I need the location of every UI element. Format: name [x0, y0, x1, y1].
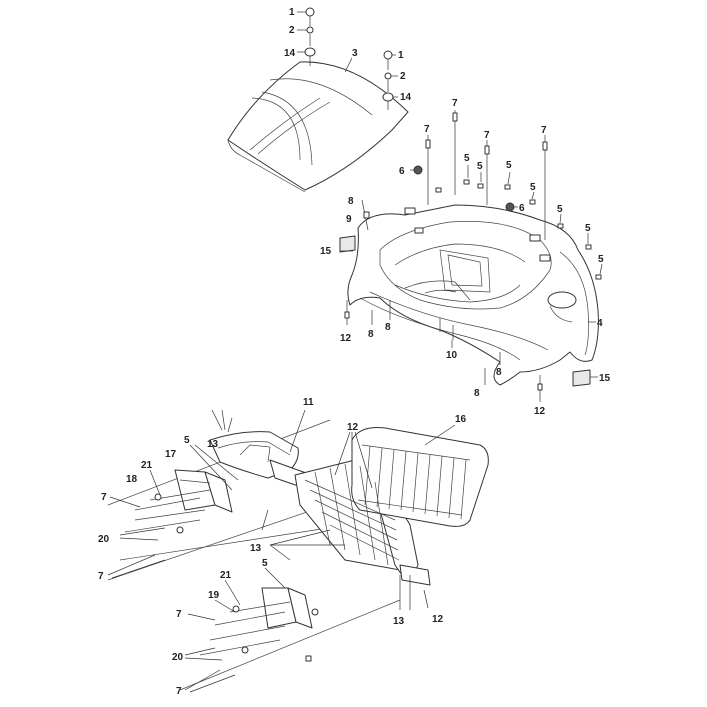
rear-fender-tub [347, 204, 599, 386]
callout-5: 5 [530, 182, 536, 193]
callout-8: 8 [368, 329, 374, 340]
callout-13: 13 [250, 543, 262, 554]
callout-12: 12 [347, 422, 359, 433]
callout-9: 9 [346, 214, 352, 225]
callout-16: 16 [455, 414, 467, 425]
basket-ribs [364, 445, 467, 520]
callout-5: 5 [184, 435, 190, 446]
tub-leaders [340, 165, 603, 378]
callout-13: 13 [393, 616, 405, 627]
callout-5: 5 [506, 160, 512, 171]
callout-8: 8 [385, 322, 391, 333]
callout-7: 7 [98, 571, 104, 582]
callout-7: 7 [541, 125, 547, 136]
marker-square [305, 655, 312, 662]
callout-7: 7 [176, 686, 182, 697]
callout-8: 8 [496, 367, 502, 378]
callout-7: 7 [424, 124, 430, 135]
callout-1: 1 [398, 50, 404, 61]
rack-leaders [107, 409, 456, 693]
rack-frame [107, 419, 489, 691]
callout-12: 12 [534, 406, 546, 417]
callout-20: 20 [172, 652, 184, 663]
callout-5: 5 [585, 223, 591, 234]
callout-13: 13 [207, 439, 219, 450]
fastener-stack-left [297, 7, 316, 66]
callout-7: 7 [452, 98, 458, 109]
callout-10: 10 [446, 350, 458, 361]
mount-block-lower [199, 587, 319, 656]
callout-21: 21 [220, 570, 232, 581]
callout-5: 5 [598, 254, 604, 265]
callout-5: 5 [262, 558, 268, 569]
callout-5: 5 [464, 153, 470, 164]
callout-11: 11 [303, 397, 314, 408]
callout-12: 12 [340, 333, 352, 344]
callout-12: 12 [432, 614, 444, 625]
callout-5: 5 [557, 204, 563, 215]
callout-14: 14 [284, 48, 296, 59]
fastener-stack-right [382, 50, 398, 110]
callout-4: 4 [597, 318, 603, 329]
callout-7: 7 [101, 492, 107, 503]
callout-8: 8 [474, 388, 480, 399]
callout-14: 14 [400, 92, 412, 103]
callout-6: 6 [519, 203, 525, 214]
callout-15: 15 [320, 246, 332, 257]
callout-7: 7 [176, 609, 182, 620]
callout-17: 17 [165, 449, 177, 460]
callout-19: 19 [208, 590, 220, 601]
callout-5: 5 [477, 161, 483, 172]
callout-2: 2 [400, 71, 406, 82]
callout-8: 8 [348, 196, 354, 207]
callout-18: 18 [126, 474, 138, 485]
callout-2: 2 [289, 25, 295, 36]
callout-6: 6 [399, 166, 405, 177]
callout-15: 15 [599, 373, 611, 384]
roof-panel [227, 61, 409, 193]
callout-7: 7 [484, 130, 490, 141]
callout-3: 3 [352, 48, 358, 59]
callout-20: 20 [98, 534, 110, 545]
grille-mesh [304, 463, 400, 566]
mount-block-upper [124, 469, 233, 534]
callout-1: 1 [289, 7, 295, 18]
callout-21: 21 [141, 460, 153, 471]
